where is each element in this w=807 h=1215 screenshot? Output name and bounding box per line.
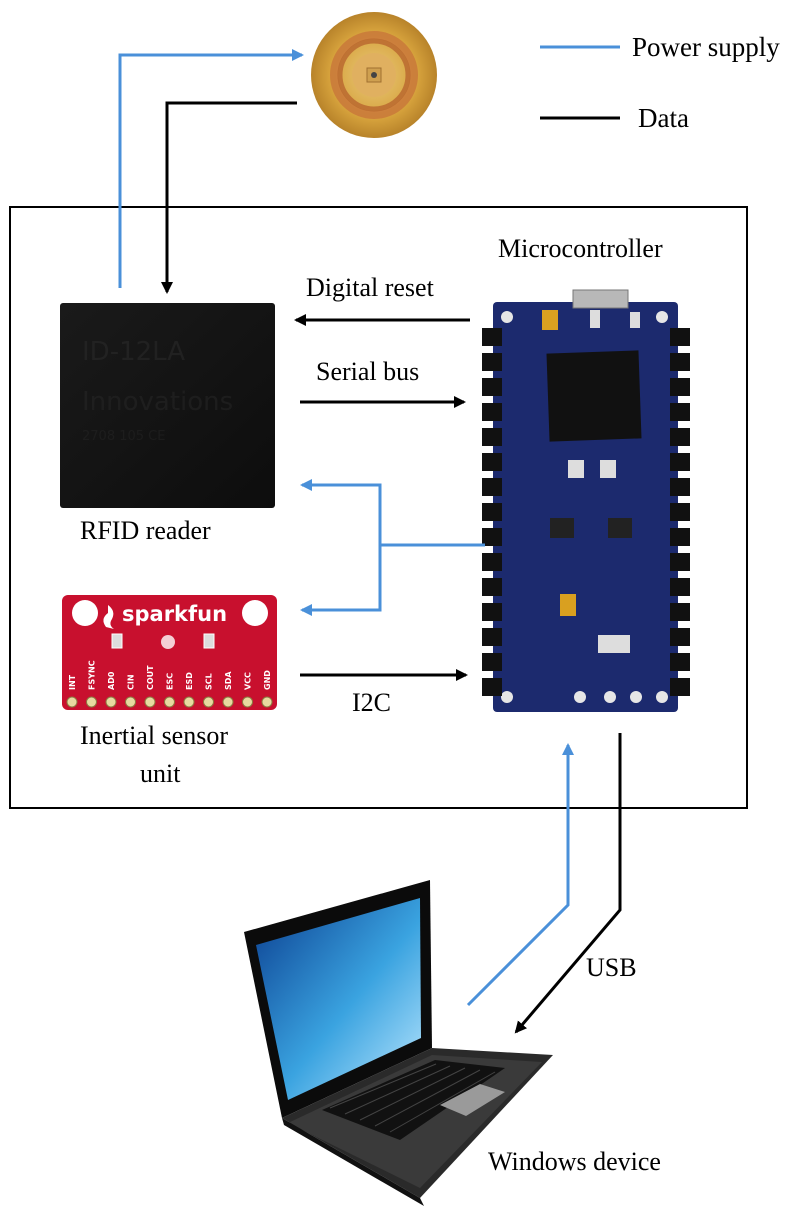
pin-label-vcc: VCC (244, 672, 253, 690)
serial-bus-label: Serial bus (316, 357, 419, 386)
pin-label-gnd: GND (263, 670, 272, 690)
header-pin (482, 553, 502, 571)
legend-data-label: Data (638, 103, 689, 133)
header-pin (482, 403, 502, 421)
header-pin (670, 353, 690, 371)
header-pin (670, 528, 690, 546)
header-pin (482, 353, 502, 371)
wire-power-to-sensor (300, 545, 382, 616)
header-pin (670, 503, 690, 521)
digital-reset-label: Digital reset (306, 273, 435, 302)
pin-label-scl: SCL (205, 673, 214, 690)
pin-holes (66, 696, 273, 708)
pin-hole (164, 696, 175, 708)
pin-hole (144, 696, 156, 708)
legend: Power supply Data (540, 32, 780, 133)
header-pin (670, 553, 690, 571)
header-pin (482, 528, 502, 546)
header-pin (482, 328, 502, 346)
pin-label-cin: CIN (127, 674, 136, 690)
pin-label-cout: COUT (146, 665, 155, 690)
inertial-sensor-label-line1: Inertial sensor (80, 721, 228, 750)
microcontroller-board (482, 289, 690, 712)
pin-labels: INT FSYNC AD0 CIN COUT ESC ESD SCL SDA VCC GND (68, 660, 272, 690)
pin-label-esd: ESD (185, 672, 194, 690)
header-pin (670, 453, 690, 471)
pin-hole (105, 696, 117, 708)
header-pin (670, 628, 690, 646)
header-pin (670, 328, 690, 346)
usb-interface-chip (546, 350, 642, 442)
header-pin (482, 628, 502, 646)
header-pin (670, 403, 690, 421)
pin-label-ad0: AD0 (107, 671, 116, 690)
pin-hole (222, 696, 234, 708)
header-pin (482, 578, 502, 596)
pin-hole (86, 696, 97, 708)
microcontroller-label: Microcontroller (498, 234, 663, 263)
header-pins-right (670, 328, 690, 696)
header-pin (482, 453, 502, 471)
header-pin (482, 503, 502, 521)
header-pins-left (482, 328, 502, 696)
wire-power-to-rfid (300, 479, 382, 545)
header-pin (670, 428, 690, 446)
header-pin (670, 578, 690, 596)
header-pin (670, 478, 690, 496)
legend-power-label: Power supply (632, 32, 780, 62)
header-pin (482, 678, 502, 696)
pin-hole (125, 696, 136, 708)
inertial-sensor-board: sparkfun INT FSYNC AD0 CIN COUT ESC ESD SCL SDA V… (62, 595, 277, 710)
header-pin (482, 428, 502, 446)
inertial-sensor-label-line2: unit (140, 759, 181, 788)
pin-hole (242, 696, 253, 708)
pin-hole (261, 696, 273, 708)
rfid-reader-label: RFID reader (80, 516, 211, 545)
header-pin (670, 678, 690, 696)
wire-usb-data (514, 733, 622, 1034)
pin-hole (66, 696, 78, 708)
sensor-components (111, 633, 215, 649)
sparkfun-brand: sparkfun (122, 602, 227, 626)
rfid-chip-maker: Innovations (82, 387, 233, 417)
wire-power-to-tag (118, 49, 304, 288)
i2c-label: I2C (352, 688, 391, 717)
usb-label: USB (586, 953, 637, 982)
pin-hole (183, 696, 195, 708)
laptop-keyboard (322, 1060, 505, 1140)
wire-data-from-tag (161, 101, 297, 294)
header-pin (670, 653, 690, 671)
header-pin (482, 603, 502, 621)
pin-label-sda: SDA (224, 671, 233, 690)
header-pin (670, 603, 690, 621)
rfid-tag (311, 12, 437, 138)
header-pin (482, 653, 502, 671)
header-pin (482, 478, 502, 496)
rfid-reader-chip: ID-12LA Innovations 2708 105 CE (60, 303, 275, 508)
laptop-touchpad (440, 1084, 505, 1116)
laptop-icon (244, 880, 553, 1206)
header-pin (670, 378, 690, 396)
device-enclosure (9, 206, 748, 809)
rfid-chip-model: ID-12LA (82, 337, 185, 367)
pin-label-int: INT (68, 674, 77, 690)
header-pin (482, 378, 502, 396)
laptop-screen (256, 898, 421, 1100)
windows-device-label: Windows device (488, 1147, 661, 1176)
pin-hole (203, 696, 214, 708)
wire-usb-power (466, 743, 574, 1007)
pin-label-fsync: FSYNC (88, 660, 97, 690)
sparkfun-flame-icon (103, 605, 114, 629)
rfid-chip-code: 2708 105 CE (82, 429, 165, 444)
pin-label-esc: ESC (166, 673, 175, 690)
